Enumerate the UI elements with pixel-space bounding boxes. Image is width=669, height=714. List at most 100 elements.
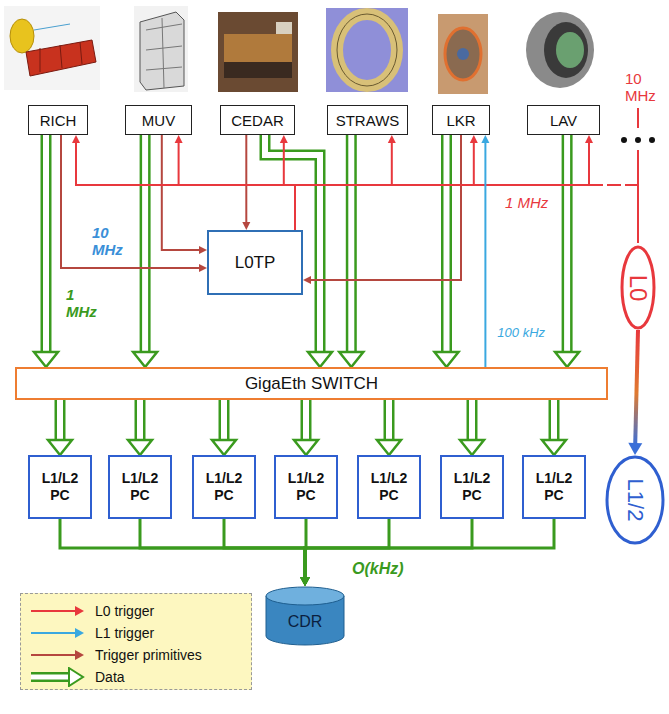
farm-pc-box: L1/L2 PC <box>357 455 421 519</box>
legend-sample <box>29 623 87 643</box>
ring <box>80 42 82 64</box>
connector-line <box>162 135 200 250</box>
lkr-picture <box>438 14 488 94</box>
beam-pipe <box>457 48 469 60</box>
rate-label: 10 MHz <box>625 70 667 105</box>
arrow-head <box>481 135 489 143</box>
arrow-head <box>460 440 484 455</box>
detector-box: STRAWS <box>327 105 408 135</box>
trigger-level-oval: L0 <box>620 245 656 330</box>
connector <box>435 135 459 367</box>
connector <box>339 135 363 367</box>
connector-line <box>484 142 486 367</box>
node-label: L1/2 <box>622 479 648 522</box>
vessel <box>224 34 292 62</box>
node-label: L1/L2 PC <box>530 470 578 505</box>
arrow-head <box>133 352 157 367</box>
connector <box>212 400 236 455</box>
connector-line-inner <box>551 400 557 442</box>
arrow-head <box>300 577 310 586</box>
ring <box>40 48 41 72</box>
l0-line-riser <box>637 150 639 243</box>
connector-line <box>562 135 573 354</box>
sample-head <box>75 606 84 616</box>
oval-shape <box>607 457 663 543</box>
node-label: L1/L2 PC <box>365 470 413 505</box>
arrow-head <box>300 577 310 586</box>
photo-ground <box>218 12 298 92</box>
arrow-head <box>555 352 579 367</box>
connector <box>542 400 566 455</box>
connector-line <box>305 519 554 578</box>
detector-box: LKR <box>432 105 490 135</box>
node-label: CEDAR <box>231 112 284 129</box>
sample-line <box>31 654 75 656</box>
node-label: RICH <box>40 112 77 129</box>
farm-pc-box: L1/L2 PC <box>108 455 172 519</box>
connector-line <box>55 400 66 442</box>
connector-line-inner <box>303 400 309 442</box>
connector <box>72 135 295 230</box>
connector-line-inner <box>221 400 227 442</box>
arrow-head <box>300 577 310 586</box>
rate-label: 10 MHz <box>92 224 134 259</box>
legend-row: L0 trigger <box>21 600 251 622</box>
rate-label: O(kHz) <box>352 560 432 578</box>
node-label: L1/L2 PC <box>36 470 84 505</box>
veto-ring <box>526 12 594 88</box>
legend-sample <box>29 667 87 687</box>
connector <box>34 135 58 367</box>
node-label: L1/L2 PC <box>282 470 330 505</box>
veto-core <box>556 32 584 68</box>
l0-line-extension <box>589 184 638 186</box>
straw-edge <box>337 14 397 86</box>
connector-line <box>219 400 230 442</box>
legend-text: Data <box>95 669 125 685</box>
storage-cylinder: CDR <box>265 586 345 646</box>
arrow-head <box>377 440 401 455</box>
arrow-head <box>300 577 310 586</box>
sample-head <box>69 668 83 686</box>
arrow-head <box>339 352 363 367</box>
arrow-head <box>585 135 593 143</box>
sample-line <box>31 610 75 612</box>
arrow-head <box>242 222 250 230</box>
trigger-level-oval: L1/2 <box>605 455 665 545</box>
arrow-head <box>628 443 642 455</box>
arrow-head <box>175 135 183 143</box>
plate <box>276 22 292 34</box>
arrow-head <box>388 135 396 143</box>
connector <box>175 135 295 230</box>
photo-ground <box>4 6 100 90</box>
connector-line-inner <box>137 400 143 442</box>
node-label: GigaEth SWITCH <box>245 374 378 394</box>
connector-line <box>635 330 638 445</box>
connector <box>128 400 152 455</box>
connector <box>460 400 484 455</box>
cryostat <box>445 28 481 80</box>
connector <box>48 400 72 455</box>
mirror <box>10 19 34 53</box>
connector-line <box>301 400 312 442</box>
connector-line <box>441 135 452 354</box>
farm-pc-box: L1/L2 PC <box>274 455 338 519</box>
connector <box>300 519 554 586</box>
arrow-head <box>212 440 236 455</box>
photo-ground <box>326 8 408 92</box>
connector <box>60 519 310 586</box>
rate-label: 1 MHz <box>66 286 108 321</box>
arrow-head <box>34 352 58 367</box>
legend-sample <box>29 601 87 621</box>
farm-pc-box: L1/L2 PC <box>440 455 504 519</box>
trigger-processor-box: L0TP <box>207 230 303 295</box>
farm-pc-box: L1/L2 PC <box>28 455 92 519</box>
connector-line <box>140 519 305 578</box>
arrow-head <box>48 440 72 455</box>
arrow-head <box>294 440 318 455</box>
arrow-head <box>128 440 152 455</box>
sample-head <box>75 628 84 638</box>
connector <box>295 135 478 230</box>
connector <box>555 135 579 367</box>
farm-pc-box: L1/L2 PC <box>522 455 586 519</box>
